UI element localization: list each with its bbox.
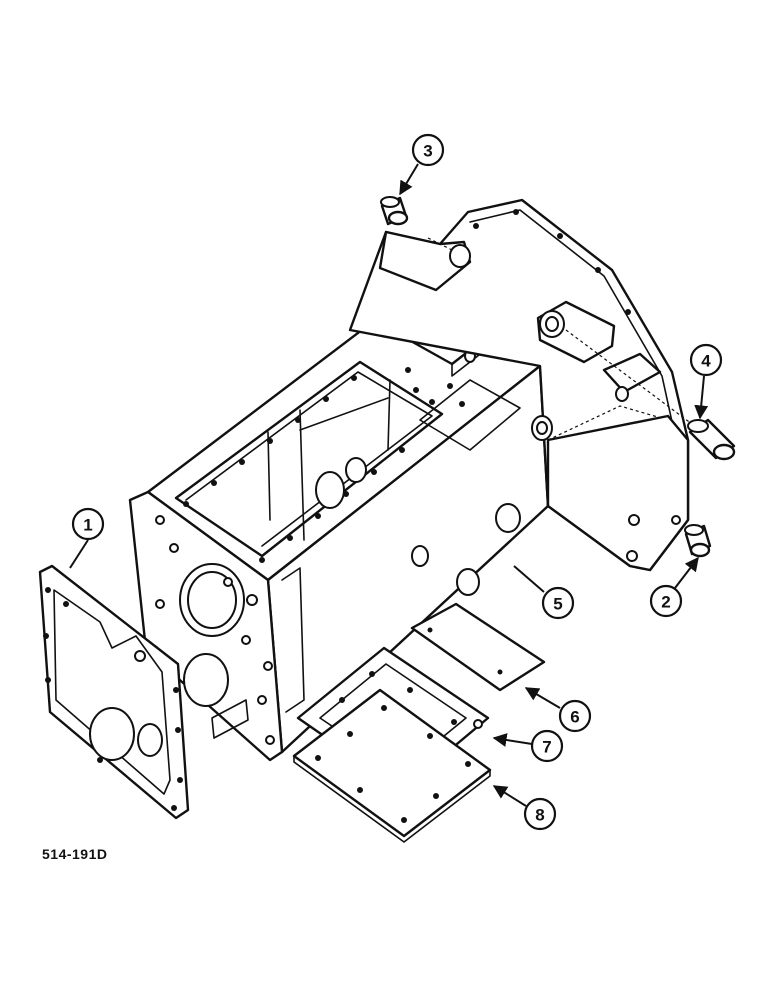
bushing-part-4	[687, 418, 736, 461]
callout-8: 8	[492, 785, 557, 831]
callout-7: 7	[492, 729, 564, 763]
rear-axle-housing	[348, 198, 717, 572]
callout-4: 4	[689, 343, 723, 420]
callout-8-label: 8	[535, 806, 544, 825]
callout-1: 1	[69, 507, 105, 569]
callout-5: 5	[513, 565, 575, 620]
cover-plate-part-6	[410, 602, 546, 692]
callout-6-label: 6	[570, 708, 579, 727]
callout-6: 6	[524, 687, 592, 733]
transmission-housing	[128, 281, 550, 762]
callout-3: 3	[399, 133, 445, 196]
bushing-part-2	[684, 524, 712, 558]
callout-5-label: 5	[553, 595, 562, 614]
callout-4-label: 4	[701, 352, 711, 371]
callout-7-label: 7	[542, 738, 551, 757]
figure-reference-code: 514-191D	[42, 846, 108, 862]
cover-plate-part-8	[292, 688, 492, 843]
callout-2: 2	[649, 556, 699, 618]
callout-1-label: 1	[83, 516, 92, 535]
bushing-part-3	[380, 196, 409, 226]
front-gasket	[38, 564, 190, 820]
callout-2-label: 2	[661, 593, 670, 612]
callout-3-label: 3	[423, 142, 432, 161]
